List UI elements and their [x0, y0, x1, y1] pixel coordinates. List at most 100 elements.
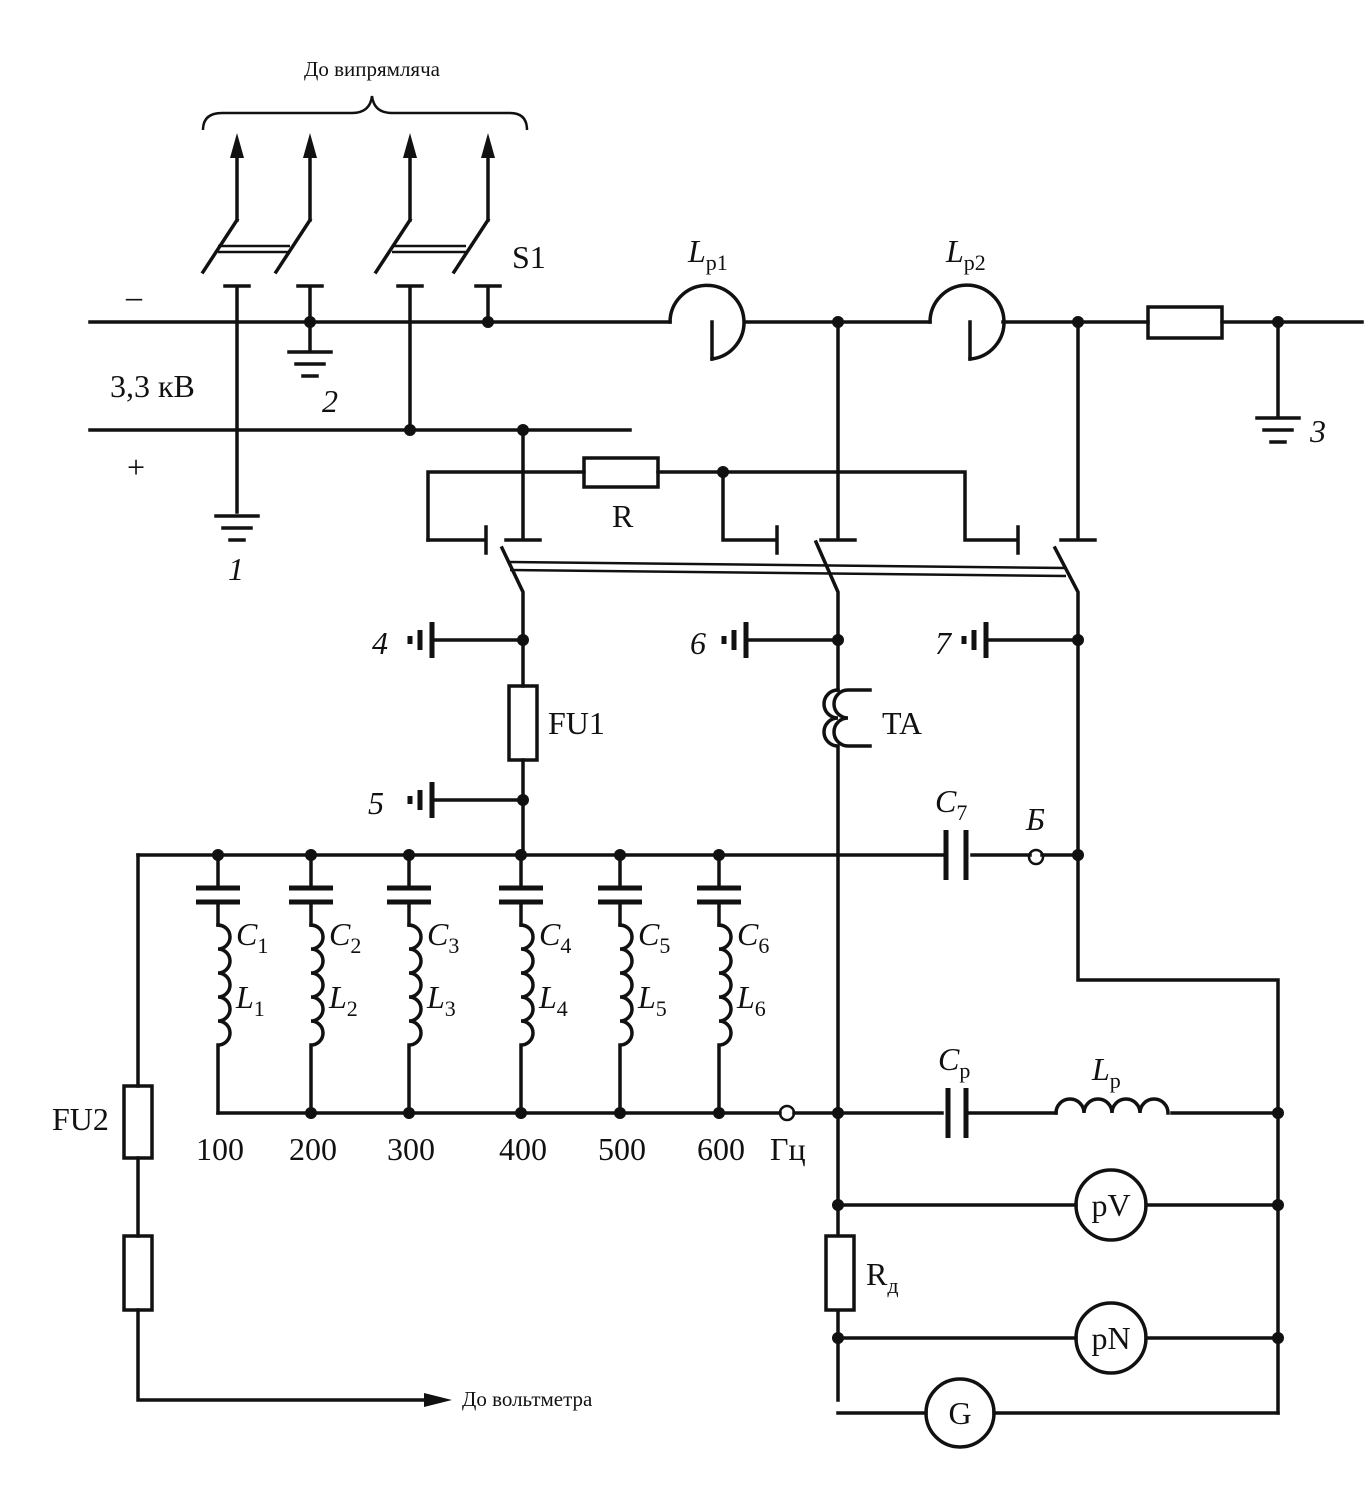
inductor-l3: [407, 923, 423, 1115]
inductor-lp: [1054, 1097, 1170, 1115]
fuse-fu2: [122, 1084, 154, 1160]
capacitor-c3: [387, 885, 431, 905]
fuse-fu1: [507, 684, 539, 762]
r-line: [426, 470, 1020, 555]
fuse-fu1-label: FU1: [548, 705, 605, 741]
ground-1: [214, 514, 260, 542]
inductor-lp-label: Lр: [1091, 1051, 1121, 1093]
node-b-label: Б: [1025, 801, 1045, 837]
mid-contact: [819, 320, 857, 542]
left-auxiliary-contact: [426, 525, 488, 555]
ground-6: [721, 622, 840, 658]
inductor-l1: [216, 923, 232, 1115]
capacitor-c3-label: C3: [427, 916, 459, 958]
capacitor-cp: [945, 1088, 969, 1138]
capacitor-c7: [943, 830, 969, 880]
ground-2-label: 2: [322, 383, 338, 419]
capacitor-c2: [289, 885, 333, 905]
inductor-l2-label: L2: [328, 979, 358, 1021]
node-b-terminal: [1027, 848, 1045, 866]
meter-pv: [1074, 1168, 1148, 1242]
ground-7: [961, 622, 1080, 658]
capacitor-c4: [499, 885, 543, 905]
frequency-6-label: 600: [697, 1131, 745, 1167]
reactor-lp2: [928, 283, 1006, 361]
filter-branches: C1L1100C2L2200C3L3300C4L4400C5L5500C6L66…: [196, 849, 769, 1167]
positive-contact: [504, 428, 542, 542]
inductor-l4-label: L4: [538, 979, 568, 1021]
resistor-r-label: R: [612, 498, 634, 534]
capacitor-c6: [697, 885, 741, 905]
branch-3-top-junction: [403, 849, 415, 861]
capacitor-c5: [598, 885, 642, 905]
ground-2: [287, 350, 333, 378]
inductor-l2: [309, 923, 325, 1115]
branch-6-top-junction: [713, 849, 725, 861]
branch-4-top-junction: [515, 849, 527, 861]
frequency-3-label: 300: [387, 1131, 435, 1167]
rectifier-switch-s1: [200, 133, 502, 324]
reactor-lp2-label: Lр2: [945, 233, 986, 275]
inductor-l5: [618, 923, 634, 1115]
branch-1-top-junction: [212, 849, 224, 861]
ground-3-label: 3: [1309, 413, 1326, 449]
s1-label: S1: [512, 239, 546, 275]
capacitor-c1-label: C1: [236, 916, 268, 958]
mid-auxiliary-contact: [721, 470, 779, 555]
reactor-lp1: [668, 283, 746, 361]
hz-terminal: [778, 1104, 796, 1122]
ground-5: [407, 782, 525, 818]
capacitor-cp-label: Cр: [938, 1041, 970, 1083]
branch-2-top-junction: [305, 849, 317, 861]
ground-1-label: 1: [228, 551, 244, 587]
ground-5-label: 5: [368, 785, 384, 821]
ground-6-label: 6: [690, 625, 706, 661]
inductor-l1-label: L1: [235, 979, 265, 1021]
line-resistor: [1146, 305, 1224, 340]
frequency-4-label: 400: [499, 1131, 547, 1167]
hz-label: Гц: [770, 1131, 806, 1167]
to-rectifier-label: До випрямляча: [304, 57, 441, 81]
frequency-1-label: 100: [196, 1131, 244, 1167]
generator-g-label: G: [948, 1395, 971, 1431]
three-pole-switch: [499, 539, 1080, 642]
right-return-wire: [1076, 638, 1280, 1415]
plus-label: +: [127, 449, 145, 485]
voltmeter-arrow: [424, 1393, 452, 1407]
right-contact: [1059, 320, 1097, 542]
resistor-rd: [824, 1234, 856, 1312]
frequency-5-label: 500: [598, 1131, 646, 1167]
ground-4: [407, 622, 525, 658]
ground-3: [1255, 320, 1301, 444]
meter-pn-label: pN: [1091, 1320, 1130, 1356]
inductor-l6-label: L6: [736, 979, 766, 1021]
voltmeter-lead: [136, 853, 430, 1402]
capacitor-c5-label: C5: [638, 916, 670, 958]
voltage-label: 3,3 кВ: [110, 368, 195, 404]
voltmeter-resistor: [122, 1234, 154, 1312]
ground-7-label: 7: [935, 625, 953, 661]
inductor-l3-label: L3: [426, 979, 456, 1021]
frequency-2-label: 200: [289, 1131, 337, 1167]
to-voltmeter-label: До вольтметра: [462, 1387, 593, 1411]
capacitor-c1: [196, 885, 240, 905]
meter-pv-label: pV: [1091, 1187, 1130, 1223]
branch-5-top-junction: [614, 849, 626, 861]
ground-4-label: 4: [372, 625, 388, 661]
capacitor-c2-label: C2: [329, 916, 361, 958]
inductor-l4: [519, 923, 535, 1115]
generator-g: [924, 1377, 996, 1449]
reactor-lp1-label: Lр1: [687, 233, 728, 275]
minus-label: –: [125, 278, 143, 314]
inductor-l5-label: L5: [637, 979, 667, 1021]
resistor-r: [582, 456, 660, 489]
inductor-l6: [717, 923, 733, 1115]
meter-pn: [1074, 1301, 1148, 1375]
capacitor-c7-label: C7: [935, 783, 967, 825]
